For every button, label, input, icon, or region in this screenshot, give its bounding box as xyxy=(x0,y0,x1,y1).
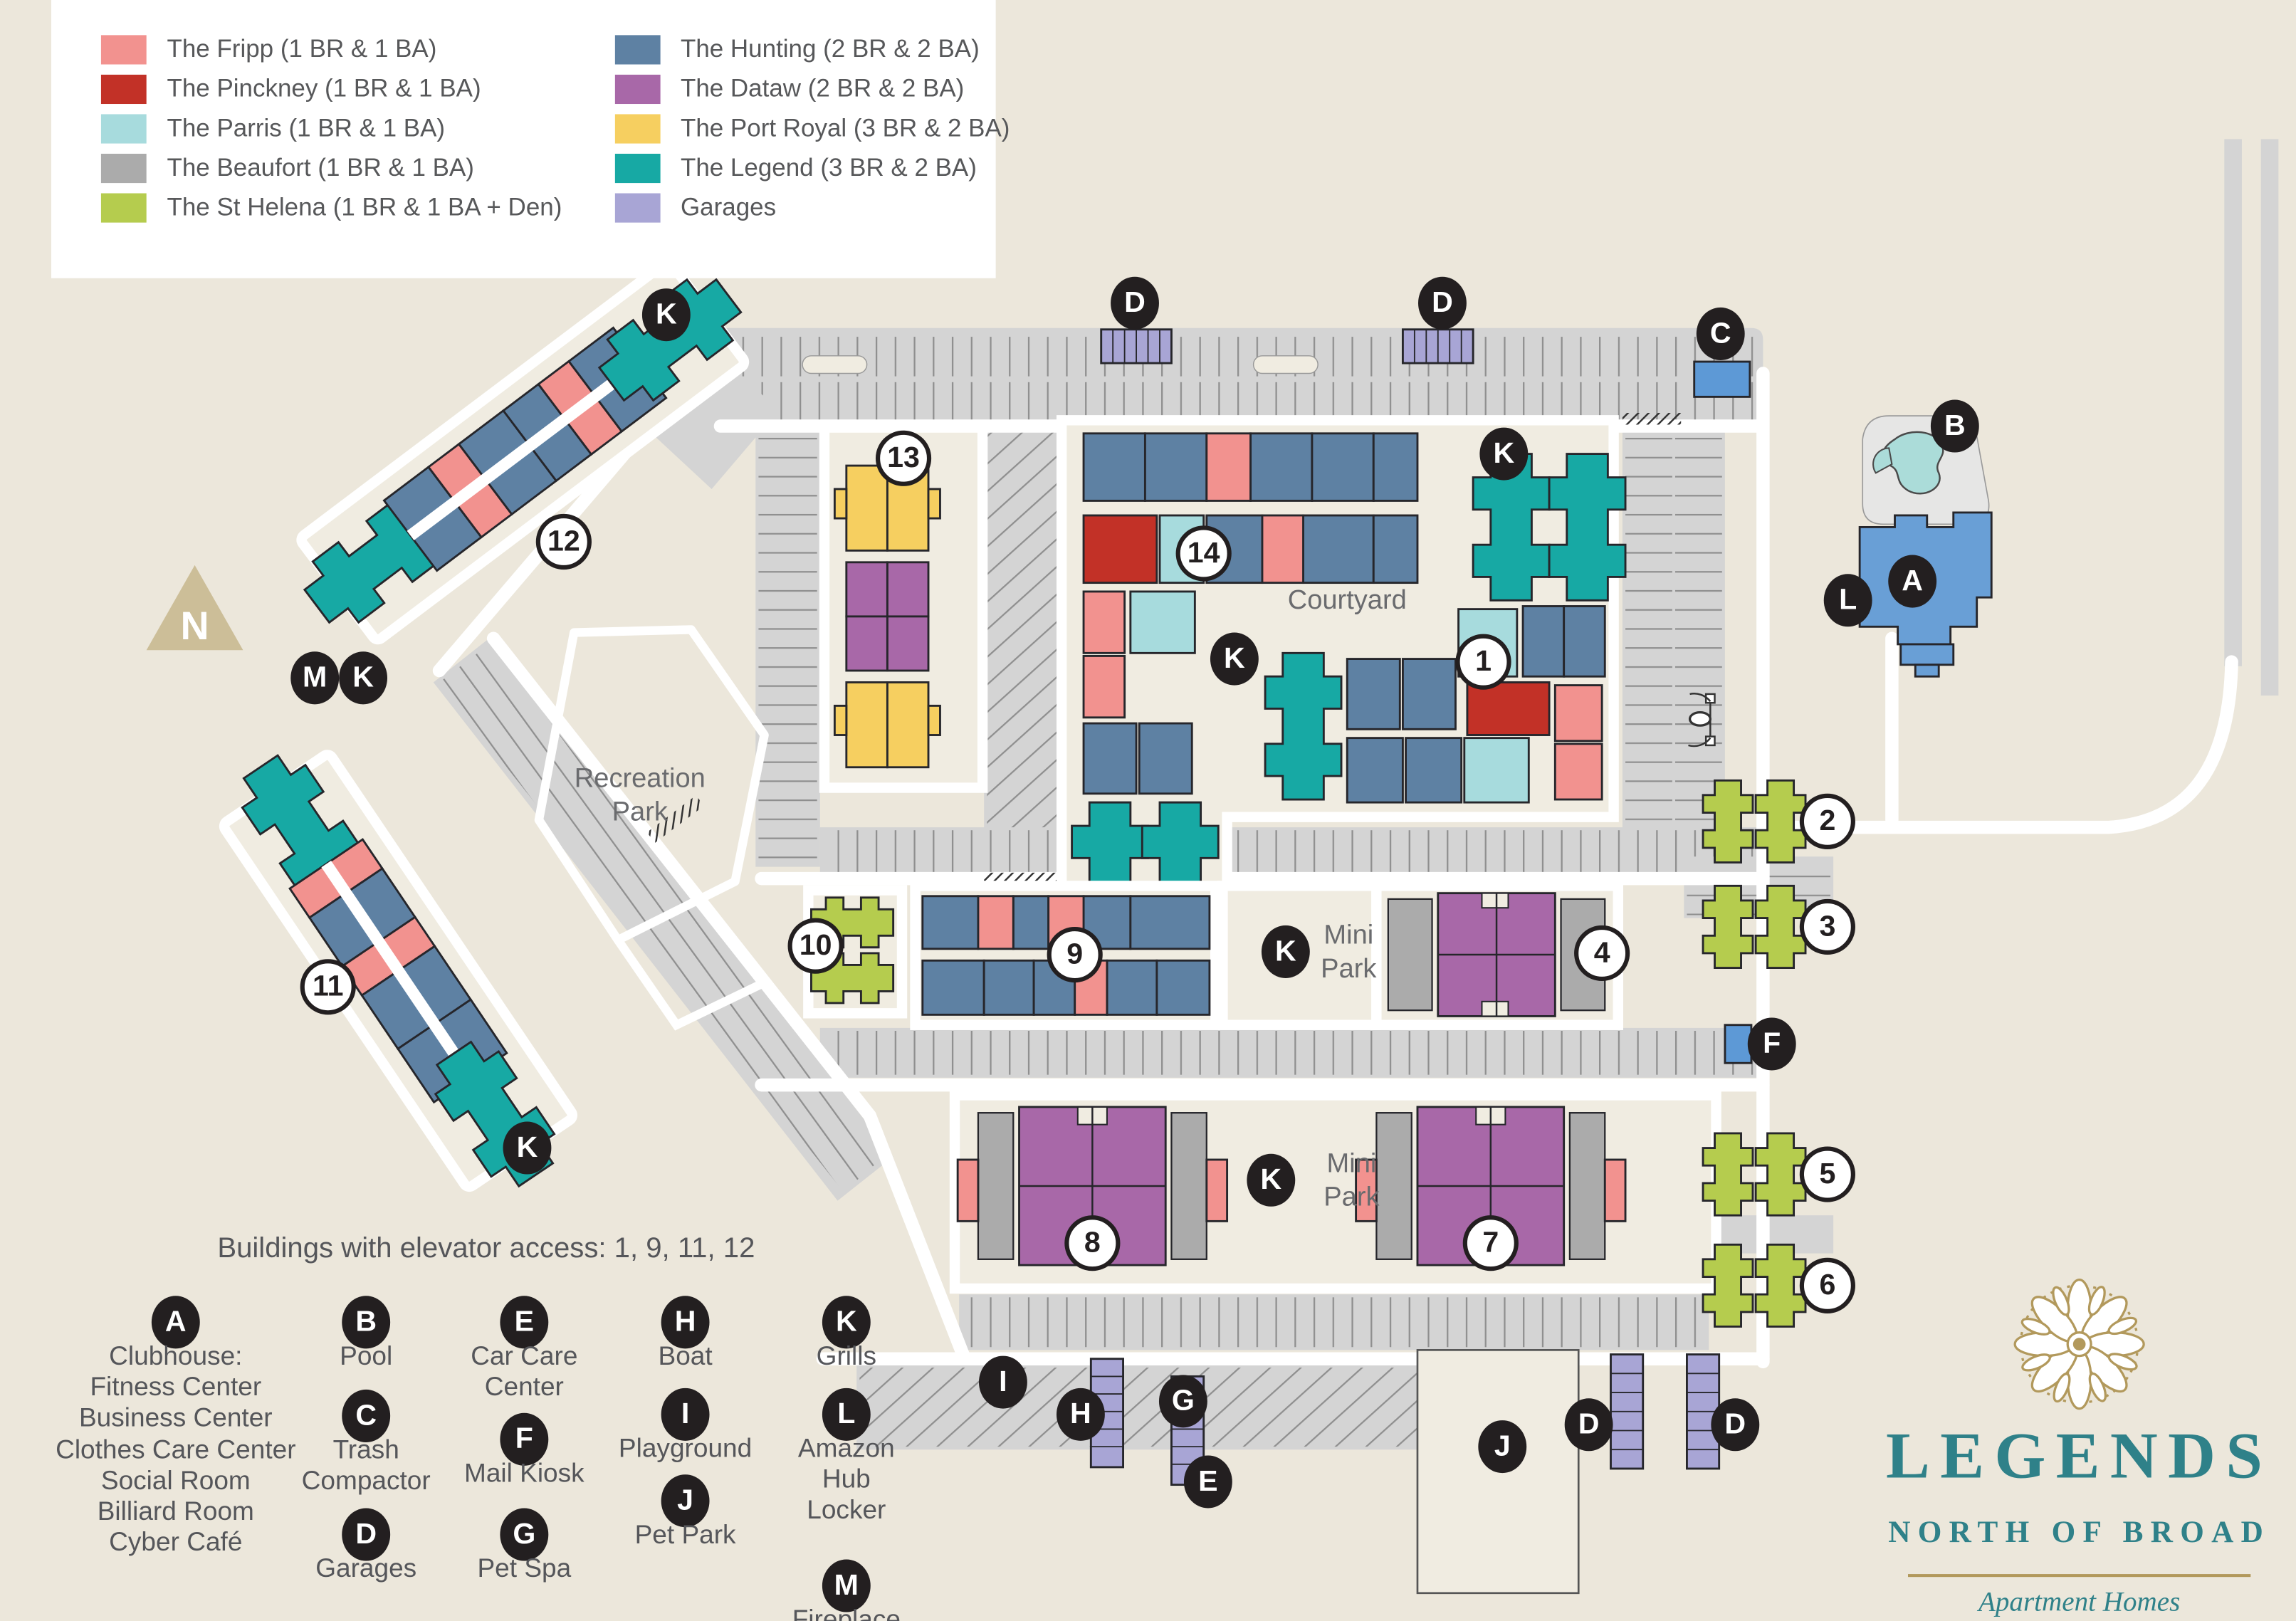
unit-type-legend: The Fripp (1 BR & 1 BA) The Pinckney (1 B… xyxy=(51,0,1010,278)
legend-item: Garages xyxy=(614,193,1010,223)
building-9 xyxy=(910,881,1221,1030)
legend-swatch-icon xyxy=(100,35,147,65)
legend-swatch-icon xyxy=(614,74,661,105)
legend-column-1: The Fripp (1 BR & 1 BA) The Pinckney (1 B… xyxy=(100,35,562,278)
legend-swatch-icon xyxy=(614,114,661,144)
pool-area xyxy=(1862,415,1990,525)
legend-item-label: The St Helena (1 BR & 1 BA + Den) xyxy=(167,193,562,221)
legend-swatch-icon xyxy=(614,153,661,184)
crosswalk xyxy=(1622,413,1682,425)
legend-swatch-icon xyxy=(100,193,147,223)
spa xyxy=(1872,447,1893,474)
trash-compactor-c xyxy=(1693,360,1751,398)
legend-item: The Fripp (1 BR & 1 BA) xyxy=(100,35,562,65)
legend-item: The Legend (3 BR & 2 BA) xyxy=(614,153,1010,184)
right-parking-lot xyxy=(1622,421,1725,870)
logo-location: NORTH OF BROAD xyxy=(1888,1514,2271,1550)
legend-item-label: The Dataw (2 BR & 2 BA) xyxy=(680,74,965,103)
garage-row-top-1 xyxy=(1100,328,1173,364)
garage-strip-g xyxy=(1170,1375,1205,1486)
left-column-lot xyxy=(755,427,820,867)
legend-swatch-icon xyxy=(100,74,147,105)
garage-strip-d1 xyxy=(1610,1353,1645,1470)
legend-item-label: Garages xyxy=(680,193,777,221)
logo-name: LEGENDS xyxy=(1886,1419,2273,1492)
bottom-row-plot xyxy=(949,1090,1721,1294)
legend-item-label: The Legend (3 BR & 2 BA) xyxy=(680,153,977,182)
top-parking-lot xyxy=(626,327,1763,489)
logo-tagline: Apartment Homes xyxy=(1978,1587,2181,1618)
building-4 xyxy=(1371,881,1623,1030)
legend-column-2: The Hunting (2 BR & 2 BA) The Dataw (2 BR… xyxy=(614,35,1010,278)
legend-item: The Dataw (2 BR & 2 BA) xyxy=(614,74,1010,105)
compass-north-icon xyxy=(146,565,243,651)
garage-row-top-2 xyxy=(1401,328,1474,364)
legend-item: The Beaufort (1 BR & 1 BA) xyxy=(100,153,562,184)
mail-kiosk-f xyxy=(1724,1024,1753,1064)
legend-item-label: The Port Royal (3 BR & 2 BA) xyxy=(680,114,1010,142)
bottom-parking-lot xyxy=(959,1294,1709,1350)
crosswalk xyxy=(646,795,704,843)
legend-item: The Parris (1 BR & 1 BA) xyxy=(100,114,562,144)
legend-item: The Pinckney (1 BR & 1 BA) xyxy=(100,74,562,105)
legend-item: The Port Royal (3 BR & 2 BA) xyxy=(614,114,1010,144)
legend-item-label: The Fripp (1 BR & 1 BA) xyxy=(167,35,437,63)
recreation-park-trail-2 xyxy=(614,937,764,1031)
building-12 xyxy=(293,257,753,645)
building-10 xyxy=(803,885,908,1019)
logo-flower-icon xyxy=(2013,1278,2145,1410)
legend-item-label: The Pinckney (1 BR & 1 BA) xyxy=(167,74,481,103)
legend-swatch-icon xyxy=(614,193,661,223)
legend-swatch-icon xyxy=(100,153,147,184)
elevator-access-note: Buildings with elevator access: 1, 9, 11… xyxy=(217,1232,755,1265)
legend-item: The Hunting (2 BR & 2 BA) xyxy=(614,35,1010,65)
b13-side-lot xyxy=(984,427,1061,870)
logo-divider xyxy=(1908,1574,2251,1578)
entry-gate-icon xyxy=(1688,693,1716,747)
mid-parking-lot-2 xyxy=(819,1027,1765,1078)
garage-strip-d2 xyxy=(1685,1353,1721,1470)
legend-swatch-icon xyxy=(100,114,147,144)
building-13 xyxy=(819,422,988,793)
right-edge-road xyxy=(2224,139,2279,696)
mid-parking-lot-1 xyxy=(819,827,1765,878)
legend-item-label: The Hunting (2 BR & 2 BA) xyxy=(680,35,980,63)
recreation-park-trail xyxy=(534,625,769,945)
legend-item-label: The Parris (1 BR & 1 BA) xyxy=(167,114,446,142)
legend-item-label: The Beaufort (1 BR & 1 BA) xyxy=(167,153,474,182)
legend-item: The St Helena (1 BR & 1 BA + Den) xyxy=(100,193,562,223)
mini-park-1 xyxy=(1217,881,1382,1030)
pet-park-j xyxy=(1416,1349,1580,1595)
legend-swatch-icon xyxy=(614,35,661,65)
garage-strip-h xyxy=(1089,1358,1125,1469)
bottom-angled-lot xyxy=(856,1364,1472,1450)
